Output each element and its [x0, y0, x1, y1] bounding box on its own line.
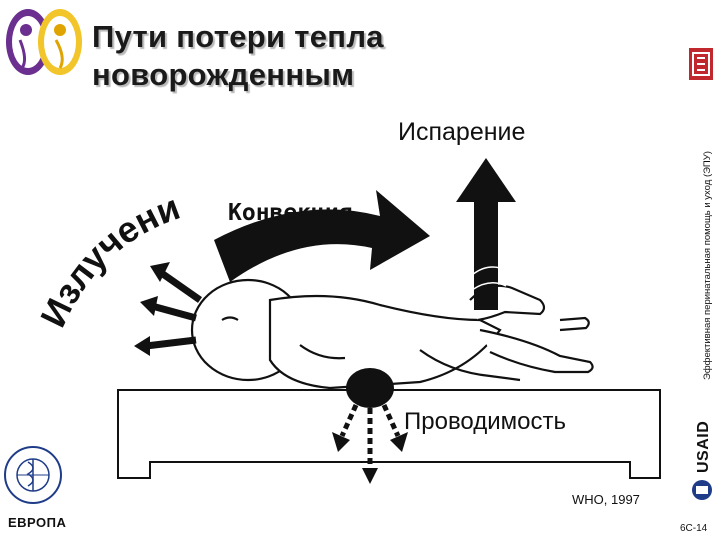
slide-id: 6C-14 — [680, 523, 708, 534]
conduction-contact — [346, 368, 394, 408]
evaporation-arrow — [456, 158, 516, 310]
source-citation: WHO, 1997 — [572, 492, 640, 507]
surface-outline — [117, 389, 661, 479]
title-line-1: Пути потери тепла — [92, 19, 384, 54]
corner-logo-icon — [689, 48, 713, 80]
convection-label: Конвекция — [228, 200, 353, 226]
page-title: Пути потери тепла новорожденным — [92, 18, 422, 94]
title-line-2: новорожденным — [92, 57, 355, 92]
usaid-seal-icon — [692, 480, 712, 500]
baby-figure — [190, 278, 594, 390]
radiation-arrows — [134, 262, 203, 356]
conduction-label: Проводимость — [404, 408, 566, 435]
convection-arrow — [214, 190, 430, 282]
conduction-arrows — [332, 403, 408, 484]
program-name: Эффективная перинатальная помощь и уход … — [702, 151, 713, 380]
who-emblem-icon — [4, 446, 62, 504]
perinatal-logo-icon — [6, 9, 82, 75]
region-label: ЕВРОПА — [8, 515, 67, 530]
evaporation-label: Испарение — [398, 118, 526, 146]
usaid-logo: USAID — [692, 405, 716, 477]
usaid-wordmark: USAID — [695, 420, 712, 473]
